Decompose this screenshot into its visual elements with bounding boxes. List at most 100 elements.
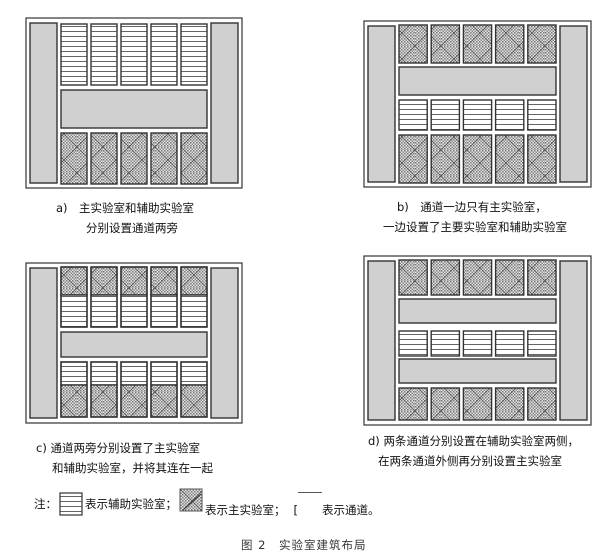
central-corridor <box>398 358 557 384</box>
layout-diagram-a <box>25 17 243 189</box>
aux-lab <box>150 361 178 386</box>
main-lab <box>430 134 461 184</box>
side-corridor-right <box>559 260 588 421</box>
lab-unit <box>150 361 178 418</box>
aux-lab <box>90 361 118 386</box>
layout-diagram-b <box>363 20 592 188</box>
main-lab <box>90 132 118 185</box>
aux-lab <box>120 361 148 386</box>
main-lab <box>90 266 118 296</box>
aux-lab <box>494 99 525 131</box>
aux-lab <box>527 99 557 131</box>
main-lab <box>527 134 557 184</box>
main-lab <box>527 24 557 64</box>
main-lab <box>90 384 118 418</box>
main-lab <box>398 24 428 64</box>
aux-lab <box>398 330 428 357</box>
main-lab <box>527 259 557 296</box>
main-lab <box>462 259 493 296</box>
main-lab <box>527 387 557 421</box>
side-corridor-left <box>367 260 396 421</box>
main-lab <box>150 384 178 418</box>
lab-unit <box>60 266 88 328</box>
aux-lab <box>430 99 461 131</box>
main-lab <box>462 24 493 64</box>
caption-b: b) 通道一边只有主实验室，一边设置了主要实验室和辅助实验室 <box>383 200 567 234</box>
main-lab <box>462 134 493 184</box>
legend: 注： 表示辅助实验室； 表示主实验室； [ 表示通道。 <box>34 488 380 517</box>
main-lab <box>494 387 525 421</box>
aux-lab <box>150 23 178 86</box>
side-corridor-right <box>559 25 588 183</box>
central-corridor <box>398 298 557 324</box>
caption-d: d) 两条通道分别设置在辅助实验室两侧，在两条通道外侧再分别设置主实验室 <box>368 434 579 468</box>
aux-lab <box>180 294 208 328</box>
side-corridor-left <box>29 22 58 184</box>
lab-unit <box>120 266 148 328</box>
figure-caption: 图 2 实验室建筑布局 <box>241 538 367 552</box>
lab-unit <box>90 361 118 418</box>
central-corridor <box>398 66 557 96</box>
main-lab <box>462 387 493 421</box>
side-corridor-right <box>210 22 239 184</box>
aux-lab <box>120 23 148 86</box>
main-lab <box>60 266 88 296</box>
main-lab <box>120 132 148 185</box>
aux-lab <box>494 330 525 357</box>
main-lab <box>60 132 88 185</box>
corridor-swatch-icon: [ <box>293 503 299 517</box>
aux-lab <box>60 23 88 86</box>
lab-unit <box>90 266 118 328</box>
main-lab <box>150 266 178 296</box>
aux-lab <box>462 99 493 131</box>
main-lab <box>398 134 428 184</box>
legend-main: 表示主实验室； <box>205 503 286 517</box>
aux-lab <box>60 361 88 386</box>
layout-diagram-c <box>25 262 243 424</box>
main-lab <box>494 134 525 184</box>
main-lab <box>120 384 148 418</box>
main-lab-swatch-icon <box>179 488 203 512</box>
main-lab <box>430 24 461 64</box>
corridor-swatch-line <box>298 491 322 493</box>
main-lab <box>430 387 461 421</box>
caption-c: c) 通道两旁分别设置了主实验室和辅助实验室，并将其连在一起 <box>36 441 213 475</box>
central-corridor <box>60 89 208 129</box>
legend-prefix: 注： <box>34 497 57 511</box>
main-lab <box>494 24 525 64</box>
central-corridor <box>60 331 208 358</box>
lab-unit <box>120 361 148 418</box>
main-lab <box>398 259 428 296</box>
main-lab <box>180 384 208 418</box>
aux-lab <box>60 294 88 328</box>
aux-lab <box>90 23 118 86</box>
side-corridor-right <box>210 267 239 419</box>
aux-lab <box>90 294 118 328</box>
aux-lab <box>120 294 148 328</box>
main-lab <box>494 259 525 296</box>
side-corridor-left <box>29 267 58 419</box>
aux-lab <box>398 99 428 131</box>
main-lab <box>60 384 88 418</box>
side-corridor-left <box>367 25 396 183</box>
main-lab <box>150 132 178 185</box>
aux-lab <box>150 294 178 328</box>
aux-lab <box>527 330 557 357</box>
main-lab <box>120 266 148 296</box>
main-lab <box>430 259 461 296</box>
layout-diagram-d <box>363 255 592 426</box>
aux-lab <box>430 330 461 357</box>
aux-lab <box>462 330 493 357</box>
aux-lab <box>180 361 208 386</box>
legend-aux: 表示辅助实验室； <box>85 497 177 511</box>
main-lab <box>398 387 428 421</box>
lab-unit <box>180 361 208 418</box>
caption-a: a) 主实验室和辅助实验室分别设置通道两旁 <box>56 201 195 235</box>
aux-lab <box>180 23 208 86</box>
main-lab <box>180 132 208 185</box>
lab-unit <box>150 266 178 328</box>
aux-lab-swatch-icon <box>59 492 83 516</box>
main-lab <box>180 266 208 296</box>
lab-unit <box>180 266 208 328</box>
legend-corridor: 表示通道。 <box>322 503 380 517</box>
